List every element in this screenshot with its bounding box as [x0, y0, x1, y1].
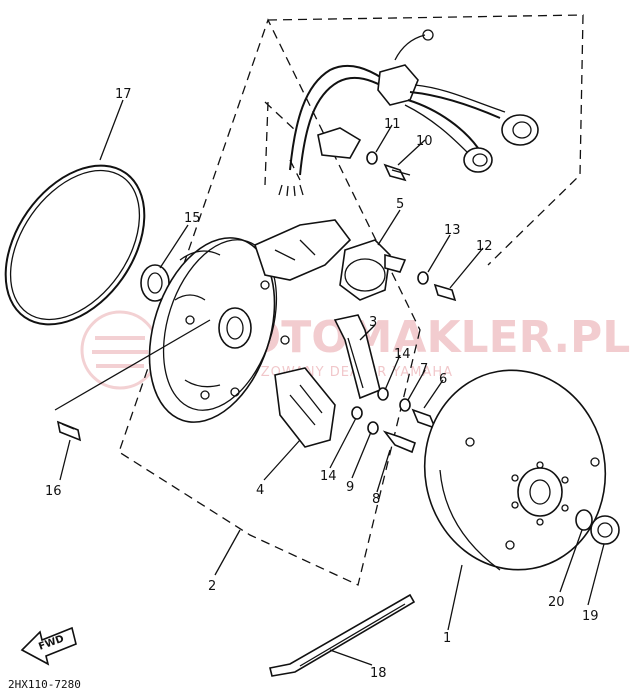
- washer-11: [366, 151, 378, 165]
- callout-7: 7: [420, 362, 428, 377]
- washer-14b: [377, 387, 389, 401]
- assembly-outline: [118, 14, 584, 586]
- callout-13: 13: [444, 223, 461, 238]
- callout-9: 9: [346, 480, 354, 495]
- callout-10: 10: [416, 134, 433, 149]
- washer-20: [575, 509, 593, 531]
- callout-3: 3: [369, 315, 377, 330]
- wire-group-bracket: [264, 101, 301, 186]
- callout-1: 1: [443, 631, 451, 646]
- callout-6: 6: [439, 372, 447, 387]
- oil-seal: [140, 264, 170, 302]
- cable-tie: [269, 593, 416, 677]
- source-coil: [274, 367, 336, 448]
- callout-18: 18: [370, 666, 387, 681]
- bolt-6: [411, 408, 437, 430]
- washer-9: [367, 421, 379, 435]
- callout-14-lower: 14: [320, 469, 337, 484]
- washer-7: [399, 398, 411, 412]
- pickup-coil: [339, 239, 407, 301]
- wiring-harness: [278, 29, 539, 197]
- callout-11: 11: [384, 117, 401, 132]
- o-ring: [4, 164, 146, 326]
- forward-arrow: FWD: [20, 626, 77, 666]
- callout-4: 4: [256, 483, 264, 498]
- washer-14a: [351, 406, 363, 420]
- callouts: 17 15 16 2 4 3 5 11 10 13 12 14 7 6 14 9…: [45, 87, 599, 681]
- bolt-8: [382, 430, 416, 454]
- callout-12: 12: [476, 239, 493, 254]
- washer-13: [417, 271, 429, 285]
- callout-5: 5: [396, 197, 404, 212]
- rotor: [423, 369, 607, 571]
- watermark-sub: AUTORYZOWANY DEALER YAMAHA: [202, 365, 453, 380]
- screw: [56, 420, 82, 442]
- callout-17: 17: [115, 87, 132, 102]
- screw-10: [383, 163, 411, 182]
- callout-19: 19: [582, 609, 599, 624]
- callout-2: 2: [208, 579, 216, 594]
- callout-20: 20: [548, 595, 565, 610]
- callout-8: 8: [372, 492, 380, 507]
- connector-large: [501, 114, 539, 146]
- stator-plate: [148, 219, 352, 423]
- document-id: 2HX110-7280: [8, 678, 81, 691]
- leader-lines: [54, 99, 605, 666]
- callout-14-upper: 14: [394, 347, 411, 362]
- callout-16: 16: [45, 484, 62, 499]
- nut-19: [590, 515, 620, 545]
- screw-12: [433, 283, 457, 302]
- callout-15: 15: [184, 211, 201, 226]
- connector-small: [463, 147, 493, 173]
